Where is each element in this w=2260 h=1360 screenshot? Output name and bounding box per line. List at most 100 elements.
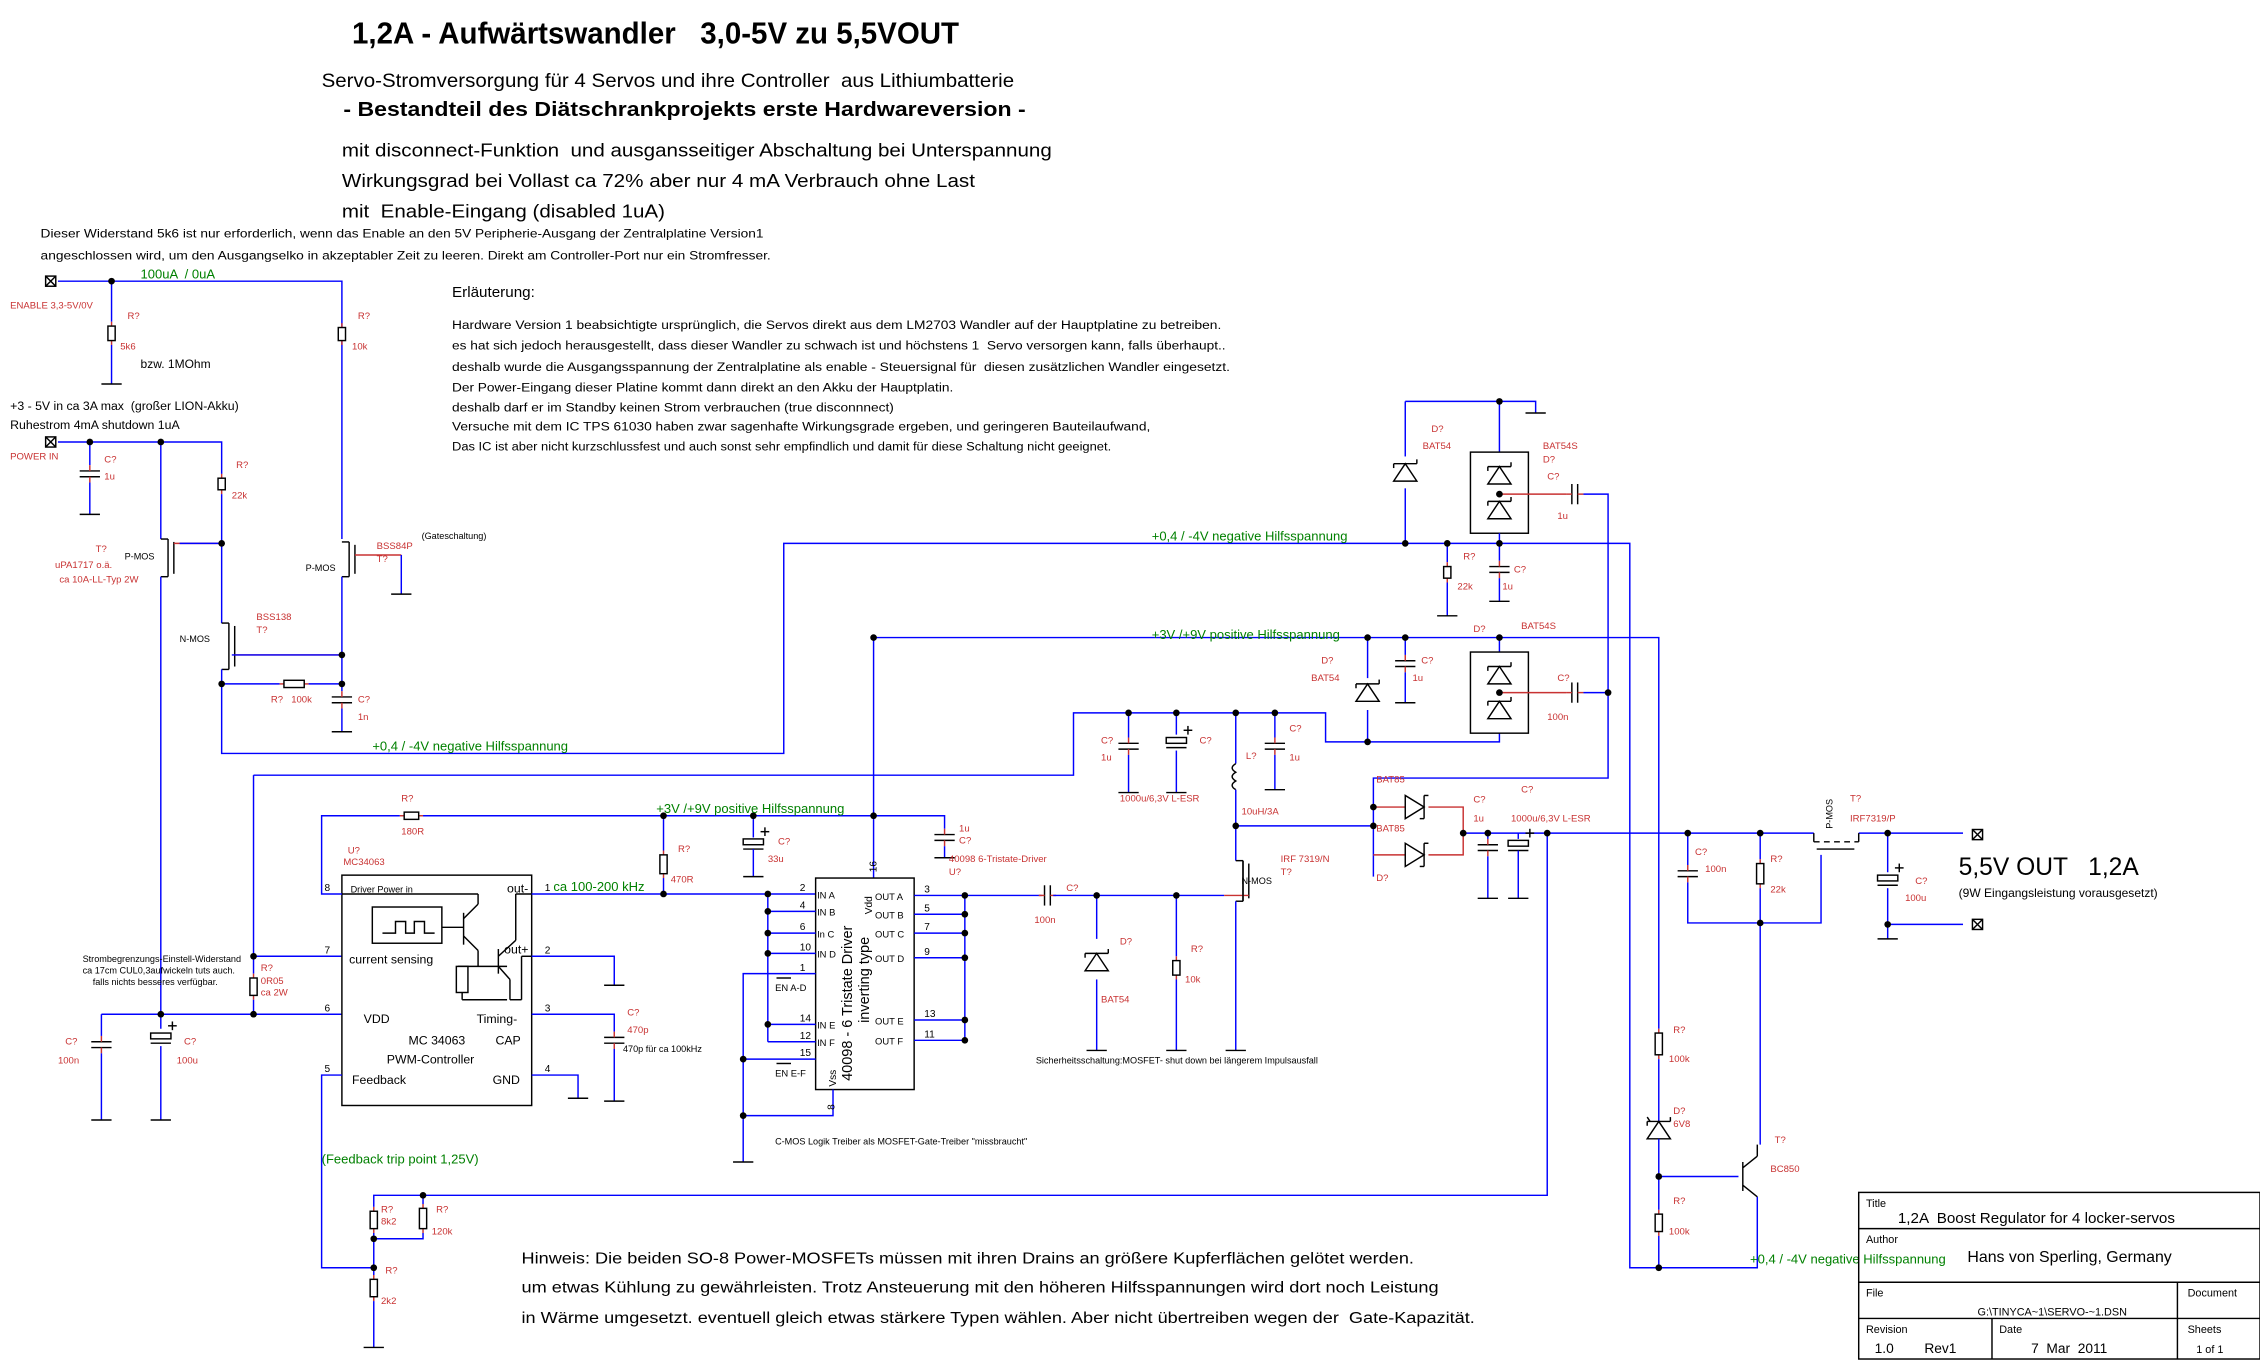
diode: [1486, 465, 1513, 485]
ref: T?: [256, 625, 267, 636]
ref: R?: [678, 844, 690, 855]
pin-number: 14: [800, 1013, 812, 1024]
pin-label: Driver Power in: [351, 885, 413, 895]
wire: [914, 894, 966, 1041]
wire: [373, 833, 1548, 1207]
pin-number: 5: [325, 1064, 331, 1075]
value: 1u: [1557, 511, 1568, 522]
wire: [220, 542, 1759, 1269]
enable-note: Dieser Widerstand 5k6 ist nur erforderli…: [41, 227, 764, 241]
wire: [320, 815, 400, 895]
pin-number: 3: [924, 885, 930, 896]
electrolytic-capacitor: [742, 838, 765, 846]
pin-label: OUT E: [875, 1015, 904, 1026]
value: BSS138: [256, 612, 291, 623]
junction-dot: [1364, 634, 1371, 641]
value: 470R: [671, 874, 694, 885]
pin-label: VDD: [364, 1012, 390, 1026]
pin-label: OUT F: [875, 1036, 903, 1047]
ref: D?: [1120, 937, 1132, 948]
wire: [742, 972, 816, 1162]
electrolytic-capacitor: [149, 1032, 172, 1040]
value: 100u: [177, 1055, 198, 1066]
wire: [873, 636, 1660, 1029]
wire: [1405, 400, 1537, 414]
electrolytic-capacitor: [1876, 874, 1899, 882]
ref: R?: [1673, 1196, 1685, 1207]
pin-label: CAP: [495, 1034, 520, 1048]
resistor: [1755, 862, 1765, 885]
value: 22k: [1770, 885, 1786, 896]
wire: [531, 1074, 579, 1099]
hint-line: in Wärme umgesetzt. eventuell gleich etw…: [522, 1310, 1475, 1327]
ref: R?: [1191, 944, 1203, 955]
net-neg-aux: +0,4 / -4V negative Hilfsspannung: [1152, 528, 1348, 543]
junction-dot: [1401, 540, 1409, 547]
junction-dot: [1232, 709, 1240, 717]
explanation-line: Hardware Version 1 beabsichtigte ursprün…: [452, 318, 1221, 332]
ref: C?: [1695, 847, 1707, 858]
junction-dot: [1655, 1173, 1663, 1180]
explanation-line: deshalb darf er im Standby keinen Strom …: [452, 401, 894, 415]
timing-cap-note: 470p für ca 100kHz: [623, 1044, 702, 1054]
resistor: [1172, 959, 1181, 976]
ref: C?: [1101, 735, 1113, 746]
revision-value: 1.0 Rev1: [1875, 1341, 1957, 1356]
desc: ca 2W: [261, 987, 288, 998]
value: 1u: [1473, 814, 1484, 825]
junction-dot: [108, 277, 115, 285]
value: 6V8: [1673, 1119, 1690, 1130]
value: 100k: [1669, 1226, 1690, 1237]
junction-dot: [1496, 634, 1503, 641]
value: BAT54: [1101, 995, 1130, 1006]
resistor: [249, 977, 258, 997]
pin-label: OUT A: [875, 891, 904, 902]
file-label: File: [1866, 1288, 1883, 1300]
ref: R?: [236, 460, 248, 471]
junction-dot: [764, 929, 772, 937]
junction-dot: [1370, 822, 1377, 830]
value: 1u: [1289, 753, 1300, 764]
diode: [1404, 841, 1426, 868]
junction-dot: [961, 892, 969, 899]
pin-label: OUT B: [875, 910, 904, 921]
pulse-wave-icon: [382, 920, 435, 934]
subtitle: Servo-Stromversorgung für 4 Servos und i…: [322, 70, 1014, 92]
junction-dot: [764, 950, 772, 957]
pin-number: 15: [800, 1048, 812, 1059]
wire: [57, 280, 343, 540]
ref: C?: [358, 695, 370, 706]
current-limit-note: ca 17cm CUL0,3aufwickeln tuts auch.: [83, 966, 235, 976]
symbol-line: [1742, 1155, 1758, 1169]
wire: [423, 815, 946, 829]
enable-note: angeschlossen wird, um den Ausgangselko …: [41, 248, 771, 262]
ref: T?: [96, 544, 107, 555]
ic-title: 40098 - 6 Tristate Driver: [840, 925, 856, 1080]
type: P-MOS: [1825, 799, 1835, 829]
pin-label: current sensing: [349, 953, 433, 967]
resistor: [369, 1210, 379, 1230]
ref: C?: [1915, 876, 1927, 887]
symbol-line: [463, 903, 479, 920]
wire: [531, 955, 615, 986]
output-sublabel: (9W Eingangsleistung vorausgesetzt): [1959, 886, 2158, 900]
resistor: [283, 679, 305, 689]
ref: C?: [1289, 724, 1301, 735]
junction-dot: [660, 890, 667, 898]
ref: C?: [184, 1037, 196, 1048]
type: N-MOS: [1242, 876, 1272, 886]
pin-number: 8: [325, 883, 331, 894]
ref: C?: [1473, 795, 1485, 806]
value: IRF 7319/N: [1281, 854, 1330, 865]
net-labels: ENABLE 3,3-5V/0V POWER IN 100uA / 0uA +0…: [10, 266, 1946, 1266]
value: 470p: [627, 1025, 648, 1036]
value: 1u: [959, 824, 970, 835]
junction-dot: [1271, 709, 1279, 717]
value: BAT54S: [1521, 621, 1556, 632]
pin-label: Vss: [828, 1070, 839, 1087]
junction-dot: [870, 634, 877, 641]
explanation-line: Versuche mit dem IC TPS 61030 haben zwar…: [452, 419, 1150, 433]
part: 40098 6-Tristate-Driver: [949, 854, 1048, 865]
pin-label: OUT C: [875, 928, 904, 939]
value: BAT54: [1423, 441, 1452, 452]
